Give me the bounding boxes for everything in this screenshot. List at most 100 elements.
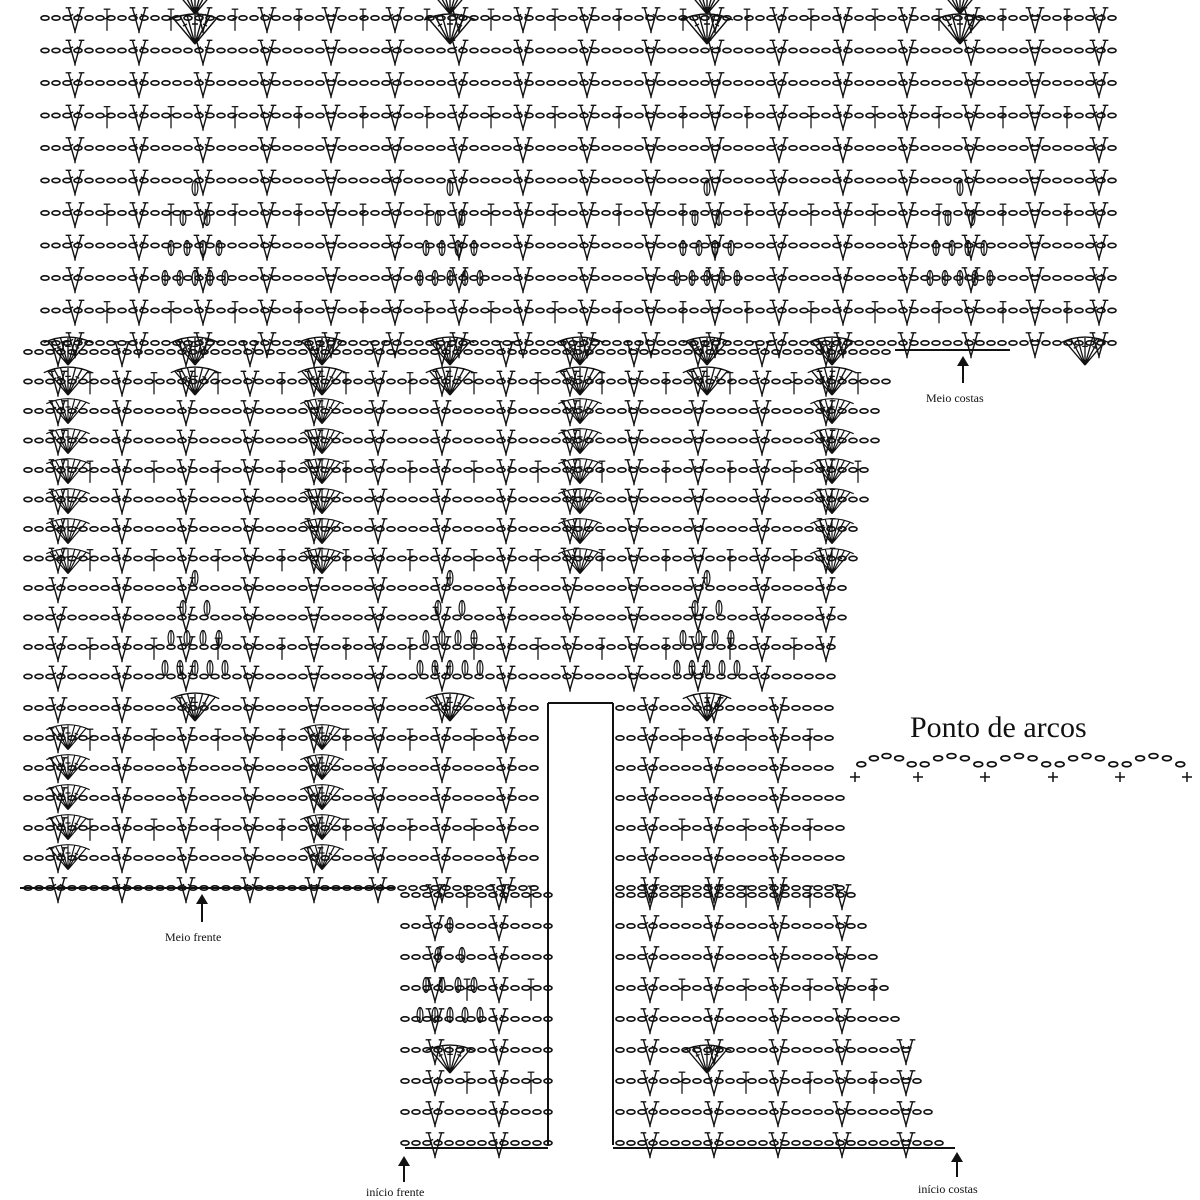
puff-cluster: [221, 659, 229, 677]
chain-stitch: [518, 408, 528, 414]
chain-stitch: [364, 765, 374, 771]
chain-stitch: [670, 885, 680, 891]
chain-stitch: [1074, 177, 1084, 184]
chain-stitch: [747, 765, 757, 771]
chain-stitch: [282, 80, 292, 86]
chain-stitch: [584, 614, 594, 621]
chain-stitch: [100, 585, 110, 591]
chain-stitch: [221, 526, 231, 532]
puff-cluster: [206, 659, 214, 677]
chain-stitch: [788, 340, 798, 346]
chain-stitch: [879, 1016, 889, 1022]
chain-stitch: [227, 145, 237, 151]
chain-stitch: [810, 275, 820, 281]
chain-stitch: [681, 1109, 691, 1115]
chain-stitch: [725, 795, 735, 801]
chain-stitch: [876, 242, 886, 249]
chain-stitch: [249, 15, 259, 21]
chain-stitch: [510, 1109, 520, 1115]
chain-stitch: [95, 177, 105, 184]
chain-stitch: [626, 705, 636, 711]
chain-stitch: [672, 585, 682, 591]
chain-stitch: [876, 145, 886, 151]
chain-stitch: [678, 47, 688, 54]
chain-stitch: [744, 145, 754, 151]
chain-stitch: [887, 242, 897, 249]
chain-stitch: [1094, 754, 1106, 762]
chain-stitch: [144, 705, 154, 711]
chain-stitch: [370, 177, 380, 184]
chain-stitch: [532, 1047, 542, 1053]
chain-stitch: [920, 275, 930, 281]
chain-stitch: [804, 378, 814, 385]
chain-stitch: [1052, 275, 1062, 281]
chain-stitch: [133, 614, 143, 621]
chain-stitch: [95, 307, 105, 314]
chain-stitch: [386, 437, 396, 444]
chain-stitch: [848, 526, 858, 532]
chain-stitch: [815, 673, 825, 680]
chain-stitch: [419, 705, 429, 711]
chain-stitch: [670, 705, 680, 711]
chain-stitch: [804, 614, 814, 621]
chain-stitch: [546, 340, 556, 346]
chain-stitch: [681, 923, 691, 929]
chain-stitch: [623, 15, 633, 21]
chain-stitch: [639, 496, 649, 503]
chain-stitch: [304, 275, 314, 281]
chain-stitch: [172, 47, 182, 54]
chain-stitch: [689, 177, 699, 184]
chain-stitch: [34, 614, 44, 621]
chain-stitch: [771, 408, 781, 414]
chain-stitch: [249, 275, 259, 281]
chain-stitch: [755, 307, 765, 314]
chain-stitch: [216, 275, 226, 281]
chain-stitch: [870, 378, 880, 385]
chain-stitch: [634, 210, 644, 216]
chain-stitch: [199, 526, 209, 532]
chain-stitch: [824, 923, 834, 929]
chain-stitch: [551, 408, 561, 414]
chain-stitch: [959, 754, 971, 762]
chain-stitch: [414, 210, 424, 216]
chain-stitch: [813, 825, 823, 831]
chain-stitch: [408, 705, 418, 711]
chain-stitch: [975, 145, 985, 151]
chain-stitch: [727, 408, 737, 414]
chain-stitch: [791, 1078, 801, 1084]
chain-stitch: [386, 705, 396, 711]
chain-stitch: [612, 242, 622, 249]
puff-cluster: [191, 179, 199, 197]
chain-stitch: [144, 585, 154, 591]
chain-stitch: [868, 754, 880, 762]
puff-cluster: [454, 629, 462, 647]
chain-stitch: [403, 242, 413, 249]
chain-stitch: [67, 614, 77, 621]
chain-stitch: [397, 408, 407, 414]
chain-stitch: [1019, 210, 1029, 216]
chain-stitch: [821, 242, 831, 249]
chain-stitch: [199, 673, 209, 680]
puff-cluster: [476, 1006, 484, 1024]
chain-stitch: [95, 112, 105, 119]
chain-stitch: [403, 340, 413, 346]
chain-stitch: [353, 795, 363, 801]
chain-stitch: [824, 1140, 834, 1146]
chain-stitch: [276, 437, 286, 444]
chain-stitch: [221, 765, 231, 771]
chain-stitch: [133, 825, 143, 831]
chain-stitch: [716, 437, 726, 444]
chain-stitch: [364, 496, 374, 503]
chain-stitch: [411, 1016, 421, 1022]
chain-stitch: [700, 275, 710, 281]
chain-stitch: [298, 526, 308, 532]
chain-stitch: [271, 242, 281, 249]
chain-stitch: [436, 242, 446, 249]
chain-stitch: [813, 985, 823, 991]
chain-stitch: [408, 765, 418, 771]
chain-stitch: [670, 892, 680, 898]
chain-stitch: [595, 526, 605, 532]
chain-stitch: [747, 1078, 757, 1084]
chain-stitch: [683, 555, 693, 562]
chain-stitch: [408, 614, 418, 621]
